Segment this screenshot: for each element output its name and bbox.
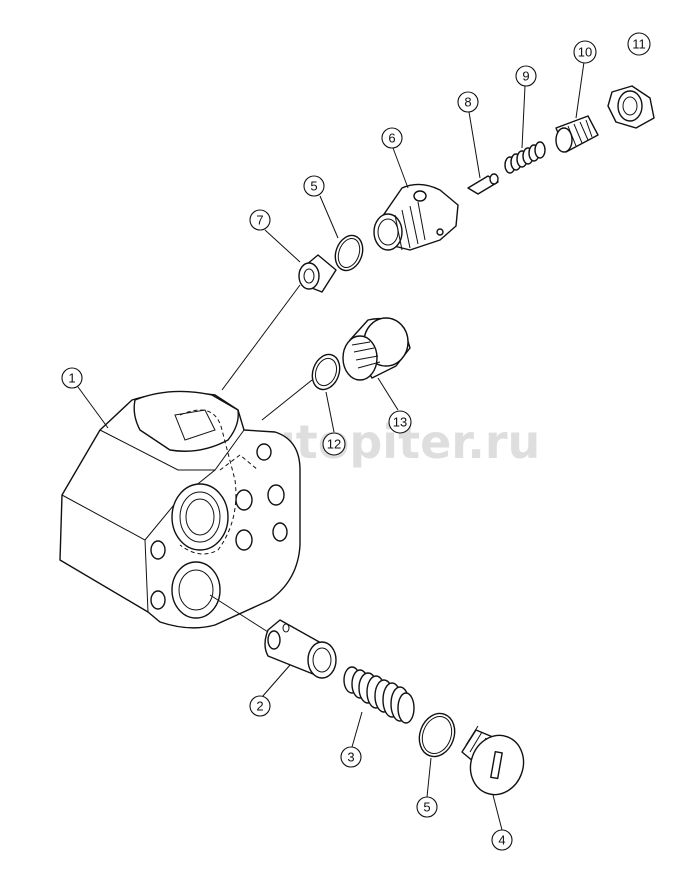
callout-13: 13 [388, 410, 412, 434]
leader-lines [77, 61, 585, 831]
callout-2: 2 [249, 695, 271, 717]
callout-label-12: 12 [327, 437, 341, 452]
callout-8: 8 [457, 91, 479, 113]
callout-label-6: 6 [388, 131, 395, 146]
callout-label-8: 8 [464, 95, 471, 110]
callout-label-1: 1 [68, 371, 75, 386]
callout-3: 3 [340, 746, 362, 768]
callout-label-5-lower: 5 [423, 800, 430, 815]
part-5-oring-lower [418, 712, 456, 758]
callout-label-2: 2 [256, 699, 263, 714]
part-5-oring-upper [334, 234, 364, 272]
callout-7: 7 [249, 209, 271, 231]
callout-label-11: 11 [632, 37, 646, 52]
callout-label-4: 4 [498, 833, 505, 848]
part-12-oring [261, 353, 341, 421]
callout-5-lower: 5 [416, 796, 438, 818]
part-2-sleeve [209, 594, 337, 679]
callout-label-13: 13 [393, 415, 407, 430]
part-4-plug [461, 725, 525, 796]
part-7-bushing [221, 254, 337, 391]
callout-label-10: 10 [578, 45, 592, 60]
part-8-needle [467, 173, 499, 195]
callout-6: 6 [381, 127, 403, 149]
callout-4: 4 [491, 829, 513, 851]
callout-5-upper: 5 [303, 175, 325, 197]
part-11-nut [607, 85, 655, 129]
callout-10: 10 [573, 40, 597, 64]
part-1-valve-body [59, 390, 301, 629]
part-10-adjusting-screw [555, 115, 599, 153]
part-9-small-spring [504, 141, 546, 174]
part-6-valve-seat [373, 183, 459, 251]
callout-9: 9 [515, 65, 537, 87]
callout-label-3: 3 [347, 750, 354, 765]
callout-12: 12 [322, 432, 346, 456]
part-13-plug [342, 317, 411, 381]
callout-label-7: 7 [256, 213, 263, 228]
part-3-spring [343, 666, 415, 724]
callout-label-5-upper: 5 [310, 179, 317, 194]
callout-11: 11 [627, 32, 651, 56]
callout-label-9: 9 [522, 69, 529, 84]
callout-1: 1 [61, 367, 83, 389]
